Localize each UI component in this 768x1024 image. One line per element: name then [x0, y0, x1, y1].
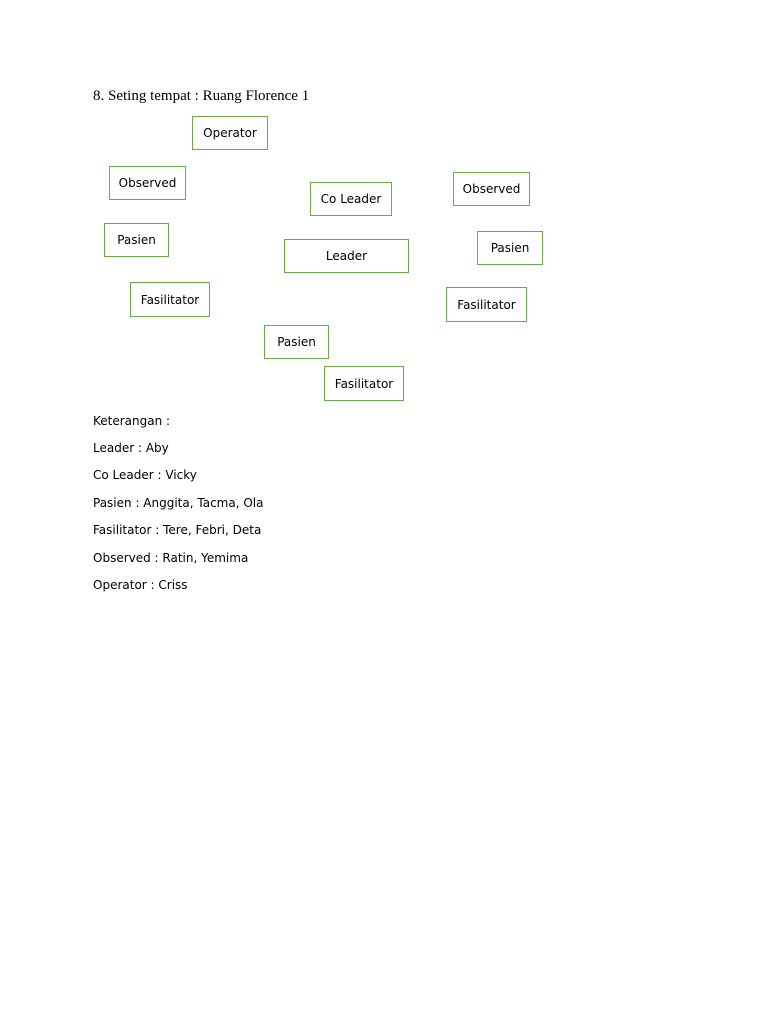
legend-title: Keterangan :	[93, 414, 171, 428]
seat-observed-left: Observed	[109, 166, 186, 200]
seat-pasien-left: Pasien	[104, 223, 169, 257]
seat-observed-right: Observed	[453, 172, 530, 206]
legend-item-observed: Observed : Ratin, Yemima	[93, 551, 249, 565]
seat-fasilitator-left: Fasilitator	[130, 282, 210, 317]
legend-item-fasilitator: Fasilitator : Tere, Febri, Deta	[93, 523, 262, 537]
seat-pasien-bottom: Pasien	[264, 325, 329, 359]
seat-leader: Leader	[284, 239, 409, 273]
seat-operator: Operator	[192, 116, 268, 150]
seat-fasilitator-right: Fasilitator	[446, 287, 527, 322]
seat-pasien-right: Pasien	[477, 231, 543, 265]
seat-fasilitator-bottom: Fasilitator	[324, 366, 404, 401]
page-heading: 8. Seting tempat : Ruang Florence 1	[93, 88, 310, 104]
legend-item-co-leader: Co Leader : Vicky	[93, 468, 197, 482]
legend-item-operator: Operator : Criss	[93, 578, 188, 592]
seat-co-leader: Co Leader	[310, 182, 392, 216]
legend-item-leader: Leader : Aby	[93, 441, 169, 455]
legend-item-pasien: Pasien : Anggita, Tacma, Ola	[93, 496, 264, 510]
